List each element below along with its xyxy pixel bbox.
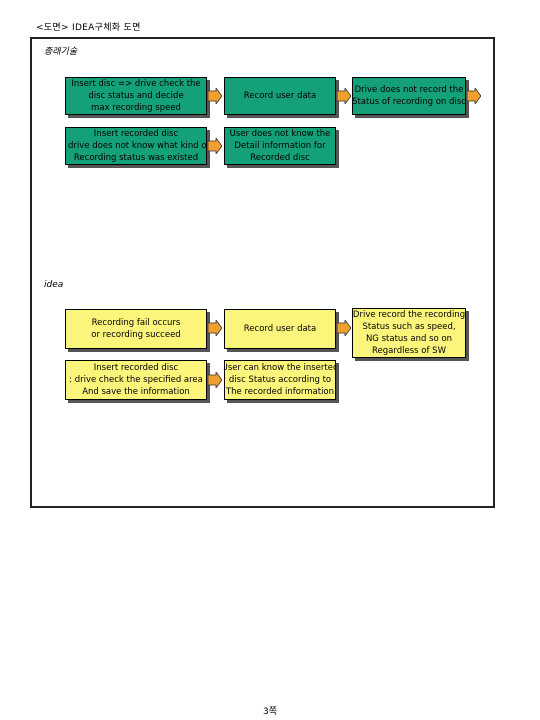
box-text-line: NG status and so on (365, 334, 453, 344)
box-text-line: Insert recorded disc (93, 129, 179, 139)
box-text-line: The recorded information (225, 387, 335, 397)
arrow-right-icon (208, 138, 222, 154)
section-label-idea: idea (44, 280, 64, 290)
prior-art-box-5: User does not know the Detail informatio… (224, 127, 336, 165)
arrow-right-icon (337, 320, 351, 336)
page-header: <도면> IDEA구체화 도면 (36, 23, 141, 33)
box-text-line: Recording fail occurs (91, 318, 181, 328)
prior-art-box-4: Insert recorded disc : drive does not kn… (65, 127, 207, 165)
prior-art-box-1: Insert disc => drive check the disc stat… (65, 77, 207, 115)
idea-box-2: Record user data (224, 309, 336, 349)
arrow-right-icon (208, 320, 222, 336)
box-text-line: User does not know the (229, 129, 331, 139)
box-text-line: disc status and decide (88, 91, 184, 101)
box-text-line: max recording speed (91, 103, 181, 113)
box-text-line: : drive check the specified area (69, 375, 203, 385)
box-text-line: Status of recording on disc (352, 97, 466, 107)
box-text-line: Insert recorded disc (93, 363, 179, 373)
box-text-line: User can know the inserted (224, 363, 336, 373)
box-text-line: disc Status according to (228, 375, 332, 385)
arrow-right-icon (208, 372, 222, 388)
arrow-right-icon (337, 88, 351, 104)
arrow-right-icon (467, 88, 481, 104)
box-text-line: Status such as speed, (362, 322, 456, 332)
drawing-frame (30, 37, 495, 508)
box-text-line: Detail information for (234, 141, 326, 151)
section-label-prior-art: 종래기술 (44, 47, 78, 57)
box-text-line: And save the information (82, 387, 190, 397)
arrow-right-icon (208, 88, 222, 104)
idea-box-4: Insert recorded disc : drive check the s… (65, 360, 207, 400)
idea-box-5: User can know the inserted disc Status a… (224, 360, 336, 400)
idea-box-1: Recording fail occurs or recording succe… (65, 309, 207, 349)
box-text-line: : drive does not know what kind of (65, 141, 207, 151)
box-text-line: Drive does not record the (354, 85, 464, 95)
box-text-line: or recording succeed (91, 330, 181, 340)
idea-box-3: Drive record the recording Status such a… (352, 308, 466, 358)
page-number: 3쪽 (262, 707, 277, 717)
box-text-line: Insert disc => drive check the (71, 79, 201, 89)
box-text-line: Drive record the recording (352, 310, 466, 320)
box-text-line: Record user data (243, 91, 317, 101)
box-text-line: Recorded disc (250, 153, 310, 163)
box-text-line: Recording status was existed (73, 153, 199, 163)
box-text-line: Record user data (243, 324, 317, 334)
box-text-line: Regardless of SW (372, 346, 446, 356)
prior-art-box-2: Record user data (224, 77, 336, 115)
prior-art-box-3: Drive does not record the Status of reco… (352, 77, 466, 115)
